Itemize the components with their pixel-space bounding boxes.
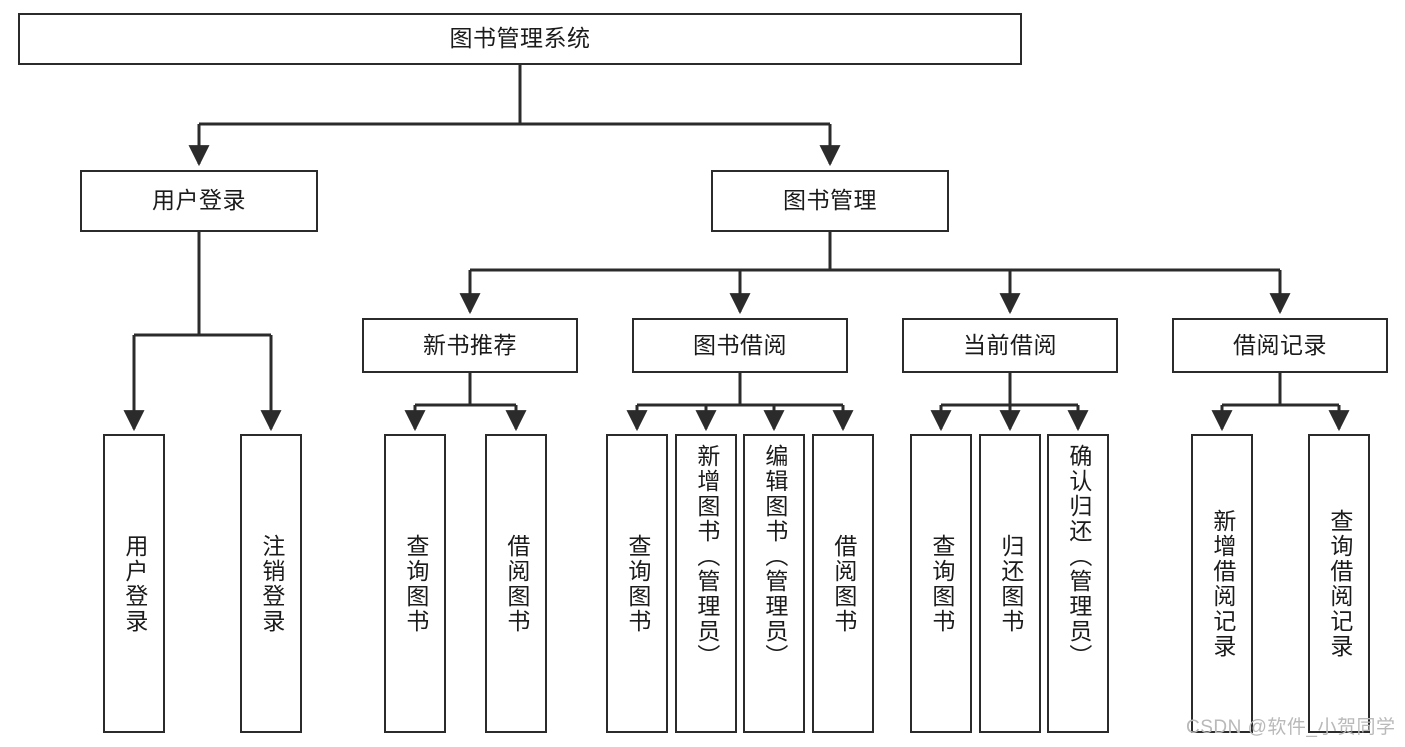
node-leaf-logout-login[interactable]: 注销登录 <box>240 434 302 733</box>
node-book-borrow-label: 图书借阅 <box>693 331 787 358</box>
csdn-watermark: CSDN @软件_小贺同学 <box>1186 717 1396 738</box>
node-leaf-add-borrow-record[interactable]: 新增借阅记录 <box>1191 434 1253 733</box>
node-leaf-query-book-3[interactable]: 查询图书 <box>910 434 972 733</box>
node-leaf-add-book[interactable]: 新增图书（管理员） <box>675 434 737 733</box>
node-leaf-user-login[interactable]: 用户登录 <box>103 434 165 733</box>
node-leaf-edit-book-label: 编辑图书（管理员） <box>761 444 788 669</box>
node-book-management-label: 图书管理 <box>783 187 877 214</box>
node-leaf-query-book-3-label: 查询图书 <box>928 533 955 634</box>
node-leaf-borrow-book-2[interactable]: 借阅图书 <box>812 434 874 733</box>
node-leaf-borrow-book-1[interactable]: 借阅图书 <box>485 434 547 733</box>
node-borrow-record-label: 借阅记录 <box>1233 331 1327 358</box>
node-user-login[interactable]: 用户登录 <box>80 170 318 232</box>
node-leaf-confirm-return[interactable]: 确认归还（管理员） <box>1047 434 1109 733</box>
node-leaf-user-login-label: 用户登录 <box>121 533 148 634</box>
node-root[interactable]: 图书管理系统 <box>18 13 1022 65</box>
node-borrow-record[interactable]: 借阅记录 <box>1172 318 1388 373</box>
node-leaf-query-book-2[interactable]: 查询图书 <box>606 434 668 733</box>
node-leaf-query-borrow-record-label: 查询借阅记录 <box>1326 508 1353 659</box>
node-book-management[interactable]: 图书管理 <box>711 170 949 232</box>
node-leaf-add-borrow-record-label: 新增借阅记录 <box>1209 508 1236 659</box>
node-leaf-return-book-label: 归还图书 <box>997 533 1024 634</box>
node-leaf-borrow-book-2-label: 借阅图书 <box>830 533 857 634</box>
node-leaf-query-borrow-record[interactable]: 查询借阅记录 <box>1308 434 1370 733</box>
node-current-borrow-label: 当前借阅 <box>963 331 1057 358</box>
node-new-book-recommend-label: 新书推荐 <box>423 331 517 358</box>
node-leaf-query-book-2-label: 查询图书 <box>624 533 651 634</box>
node-root-label: 图书管理系统 <box>449 25 591 52</box>
node-new-book-recommend[interactable]: 新书推荐 <box>362 318 578 373</box>
node-leaf-add-book-label: 新增图书（管理员） <box>693 444 720 669</box>
node-book-borrow[interactable]: 图书借阅 <box>632 318 848 373</box>
node-leaf-borrow-book-1-label: 借阅图书 <box>503 533 530 634</box>
node-leaf-query-book-1[interactable]: 查询图书 <box>384 434 446 733</box>
node-current-borrow[interactable]: 当前借阅 <box>902 318 1118 373</box>
node-leaf-return-book[interactable]: 归还图书 <box>979 434 1041 733</box>
node-leaf-confirm-return-label: 确认归还（管理员） <box>1065 444 1092 669</box>
node-leaf-query-book-1-label: 查询图书 <box>402 533 429 634</box>
node-leaf-edit-book[interactable]: 编辑图书（管理员） <box>743 434 805 733</box>
node-user-login-label: 用户登录 <box>152 187 246 214</box>
node-leaf-logout-login-label: 注销登录 <box>258 533 285 634</box>
